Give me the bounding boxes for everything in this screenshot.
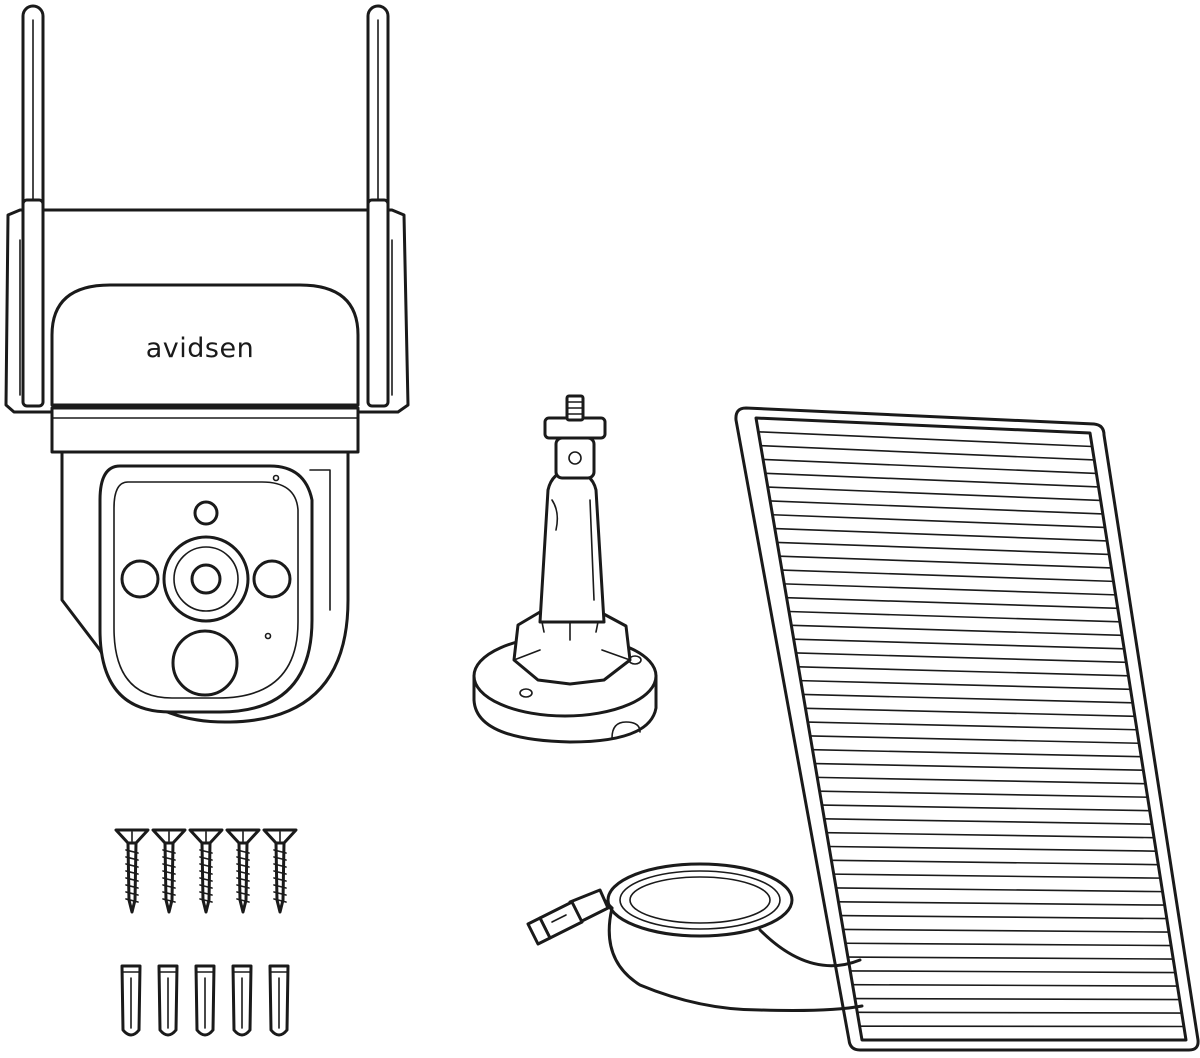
usb-cable <box>526 862 864 1012</box>
wall-anchor <box>157 964 179 1037</box>
solar-panel <box>734 406 1200 1052</box>
wall-anchor <box>194 964 216 1037</box>
usb-plug <box>526 888 610 946</box>
camera-sensor-top <box>193 500 219 526</box>
solar-cell-row <box>842 928 1170 933</box>
wall-anchors <box>120 964 290 1037</box>
solar-cell-row <box>792 638 1125 650</box>
solar-cell-row <box>783 583 1117 596</box>
solar-cell-row <box>844 942 1172 947</box>
solar-cell-row <box>854 997 1181 1001</box>
camera-microphone-hole <box>264 632 272 640</box>
solar-cell-row <box>851 983 1179 987</box>
solar-cell-row <box>797 665 1130 677</box>
solar-cell-row <box>825 831 1155 839</box>
camera-ir-led-right <box>252 559 292 599</box>
cable-lead-to-panel <box>758 928 862 968</box>
camera-pir-sensor <box>171 629 239 697</box>
solar-cell-row <box>762 458 1098 475</box>
screws <box>114 828 298 914</box>
solar-cell-row <box>795 652 1128 664</box>
bracket-thread <box>565 394 585 422</box>
bracket-pivot <box>554 436 596 480</box>
solar-cell-row <box>781 569 1115 583</box>
solar-cell-row <box>828 845 1157 852</box>
solar-cell-row <box>757 431 1093 448</box>
solar-cell-row <box>816 776 1147 785</box>
solar-cell-row <box>804 707 1136 718</box>
solar-cell-row <box>766 486 1102 502</box>
solar-panel-cell-grid <box>757 431 1185 1028</box>
screw <box>151 828 187 914</box>
solar-cell-row <box>835 887 1164 893</box>
camera: avidsen <box>4 4 410 724</box>
solar-cell-row <box>778 555 1113 569</box>
solar-cell-row <box>785 596 1119 610</box>
camera-indicator-dot <box>272 474 280 482</box>
solar-cell-row <box>799 679 1132 691</box>
cable-coil <box>606 862 794 938</box>
solar-panel-frame <box>734 406 1200 1052</box>
camera-lens <box>162 535 250 623</box>
camera-faceplate <box>50 283 360 407</box>
solar-cell-row <box>823 818 1153 825</box>
camera-neck <box>50 406 360 454</box>
solar-cell-row <box>839 914 1168 920</box>
solar-cell-row <box>818 790 1149 799</box>
solar-cell-row <box>790 624 1123 637</box>
solar-cell-row <box>830 859 1160 866</box>
solar-cell-row <box>802 693 1134 704</box>
solar-cell-row <box>774 527 1108 542</box>
solar-cell-row <box>814 762 1145 772</box>
solar-cell-row <box>807 721 1138 731</box>
wall-anchor <box>231 964 253 1037</box>
solar-cell-row <box>788 610 1121 623</box>
solar-cell-row <box>856 1011 1183 1014</box>
solar-cell-row <box>837 900 1166 906</box>
camera-brand-logo: avidsen <box>146 333 254 364</box>
solar-cell-row <box>821 804 1151 812</box>
solar-cell-row <box>776 541 1110 556</box>
solar-cell-row <box>769 500 1104 515</box>
solar-cell-row <box>847 956 1174 960</box>
solar-cell-row <box>759 444 1096 461</box>
screw <box>188 828 224 914</box>
camera-ir-led-left <box>120 559 160 599</box>
solar-cell-row <box>849 970 1177 974</box>
solar-cell-row <box>811 748 1142 758</box>
screw <box>262 828 298 914</box>
wall-anchor <box>268 964 290 1037</box>
solar-cell-row <box>771 513 1106 529</box>
solar-cell-row <box>809 735 1140 745</box>
screw <box>114 828 150 914</box>
wall-anchor <box>120 964 142 1037</box>
solar-cell-row <box>832 873 1162 879</box>
solar-cell-row <box>764 472 1100 488</box>
screw <box>225 828 261 914</box>
wall-bracket <box>472 394 658 744</box>
